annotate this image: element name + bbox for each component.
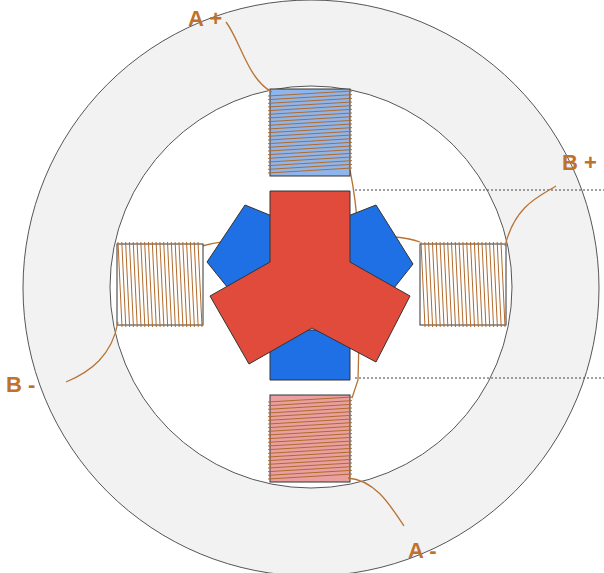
terminal-label: B -	[6, 374, 35, 396]
winding-stroke	[482, 242, 486, 327]
winding-stroke	[160, 242, 164, 327]
winding-stroke	[152, 242, 156, 327]
winding-stroke	[467, 242, 471, 327]
winding-stroke	[129, 242, 133, 327]
coil-windings	[118, 91, 505, 479]
lead-wire	[348, 478, 404, 526]
winding-stroke	[432, 242, 436, 327]
winding-stroke	[455, 242, 459, 327]
winding-stroke	[148, 242, 152, 327]
winding-stroke	[187, 242, 191, 327]
winding-stroke	[429, 242, 433, 327]
winding-stroke	[183, 242, 187, 327]
winding-stroke	[175, 242, 179, 327]
winding-stroke	[471, 242, 475, 327]
winding-stroke	[459, 242, 463, 327]
winding-stroke	[137, 242, 141, 327]
winding-stroke	[440, 242, 444, 327]
winding-stroke	[421, 242, 425, 327]
winding-stroke	[179, 242, 183, 327]
winding-stroke	[448, 242, 452, 327]
winding-stroke	[145, 242, 149, 327]
winding-stroke	[463, 242, 467, 327]
terminal-label: B +	[562, 152, 597, 174]
winding-stroke	[194, 242, 198, 327]
winding-stroke	[268, 168, 352, 173]
winding-stroke	[444, 242, 448, 327]
winding-stroke	[198, 242, 202, 327]
terminal-label: A -	[408, 540, 437, 562]
winding-stroke	[451, 242, 455, 327]
winding-stroke	[141, 242, 145, 327]
winding-stroke	[126, 242, 130, 327]
winding-stroke	[493, 242, 497, 327]
winding-stroke	[490, 242, 494, 327]
winding-stroke	[118, 242, 122, 327]
winding-stroke	[474, 242, 478, 327]
winding-stroke	[486, 242, 490, 327]
rotor	[210, 191, 410, 364]
lead-wire	[66, 322, 118, 382]
winding-stroke	[478, 242, 482, 327]
winding-stroke	[122, 242, 126, 327]
lead-wire	[226, 22, 272, 92]
winding-stroke	[156, 242, 160, 327]
terminal-label: A +	[188, 8, 222, 30]
winding-stroke	[501, 242, 505, 327]
guide-line	[355, 378, 604, 379]
stator-bore	[110, 86, 512, 488]
winding-stroke	[268, 474, 352, 479]
winding-stroke	[425, 242, 429, 327]
stator-ring	[23, 0, 599, 573]
winding-stroke	[436, 242, 440, 327]
winding-stroke	[164, 242, 168, 327]
winding-stroke	[171, 242, 175, 327]
lead-wire	[505, 186, 556, 246]
guide-line	[355, 190, 604, 191]
winding-stroke	[133, 242, 137, 327]
winding-stroke	[168, 242, 172, 327]
winding-stroke	[190, 242, 194, 327]
winding-stroke	[497, 242, 501, 327]
